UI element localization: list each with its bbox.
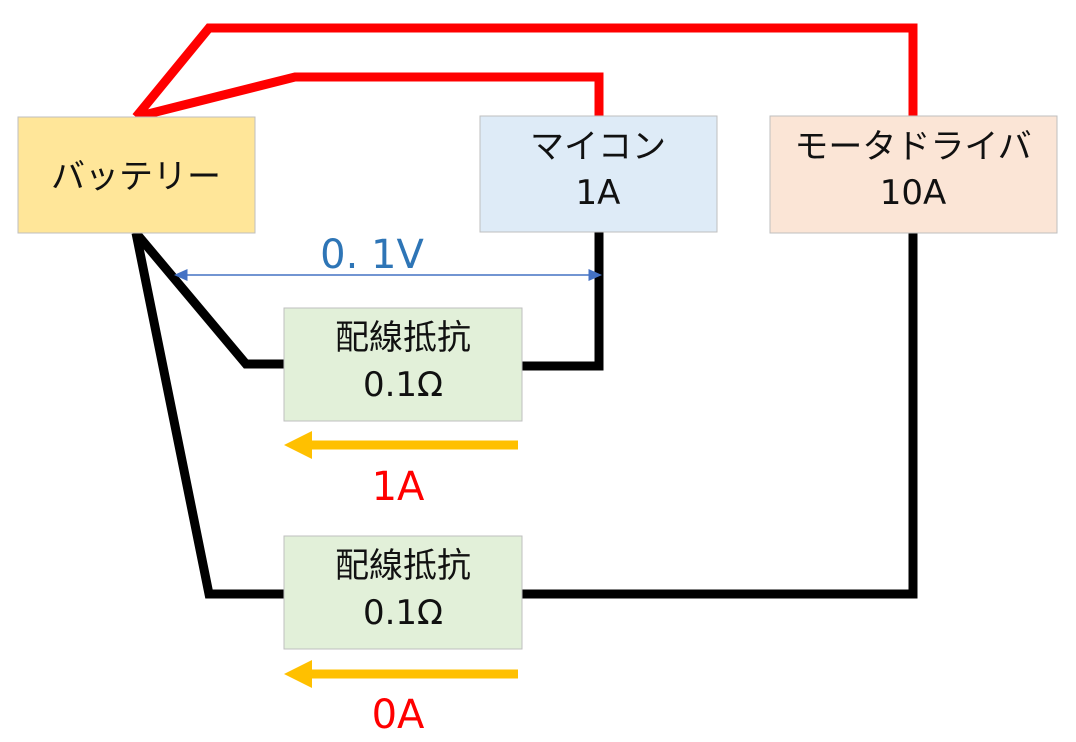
- mcu-current: 1A: [576, 173, 621, 213]
- current-arrow-top: [284, 431, 518, 459]
- battery-label: バッテリー: [51, 157, 221, 197]
- resistor-bottom-label: 配線抵抗: [335, 546, 471, 586]
- negative-wire-mcu: [132, 230, 284, 369]
- motor-driver-box: モータドライバ 10A: [769, 115, 1058, 234]
- resistor-top-value: 0.1Ω: [363, 365, 443, 405]
- resistor-bottom-box: 配線抵抗 0.1Ω: [283, 535, 523, 650]
- mcu-label: マイコン: [530, 127, 666, 167]
- resistor-bottom-value: 0.1Ω: [363, 593, 443, 633]
- resistor-top-box: 配線抵抗 0.1Ω: [283, 307, 523, 422]
- positive-wire-motor-driver: [132, 23, 918, 120]
- negative-wire-mcu-return: [522, 232, 604, 371]
- battery-box: バッテリー: [17, 116, 256, 234]
- negative-wire-motor-driver: [131, 232, 284, 599]
- mcu-box: マイコン 1A: [479, 115, 718, 233]
- voltage-drop-label: 0. 1V: [320, 232, 424, 278]
- resistor-top-label: 配線抵抗: [335, 318, 471, 358]
- current-bottom-label: 0A: [372, 692, 425, 738]
- positive-wire-mcu: [134, 72, 604, 122]
- motor-driver-label: モータドライバ: [794, 127, 1031, 167]
- current-top-label: 1A: [372, 464, 425, 510]
- current-arrow-bottom: [284, 660, 518, 688]
- motor-driver-current: 10A: [880, 173, 947, 213]
- negative-wire-motor-driver-return: [522, 233, 918, 599]
